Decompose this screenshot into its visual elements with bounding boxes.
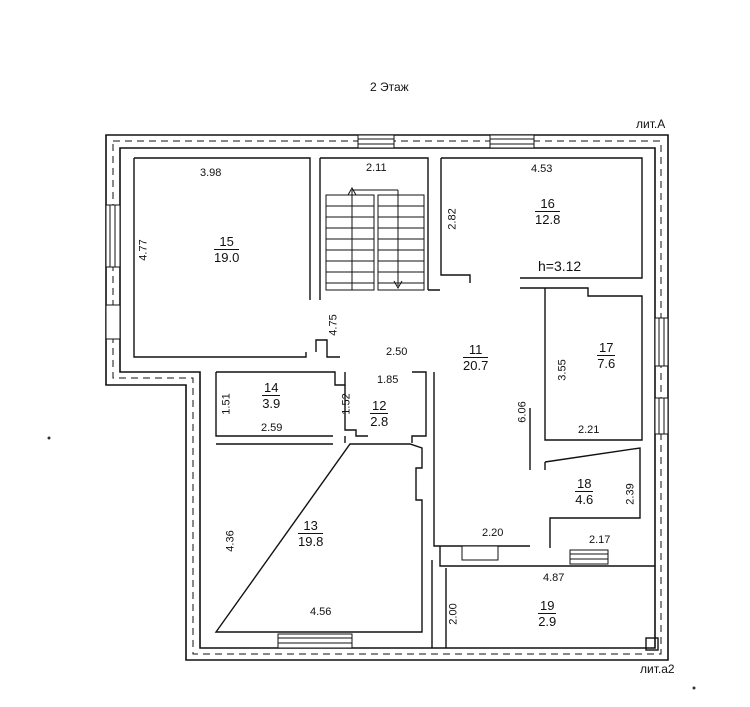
dimension-label: 2.59 (261, 422, 283, 434)
wall-center-dashed (112, 140, 662, 655)
room-11-label: 11 20.7 (463, 342, 489, 373)
dimension-label: 4.75 (327, 314, 340, 336)
room-17-label: 17 7.6 (597, 340, 616, 371)
outer-wall-outline (105, 134, 669, 661)
chimney-box (645, 637, 659, 651)
room-number: 14 (262, 380, 281, 396)
dimension-label: 2.21 (578, 424, 600, 436)
dimension-label: 2.11 (366, 162, 387, 174)
ceiling-height-label: h=3.12 (538, 258, 582, 274)
dimension-label: 1.52 (340, 393, 353, 415)
inner-wall-outline (119, 147, 656, 649)
dimension-label: 2.82 (446, 208, 459, 230)
dimension-label: 4.53 (531, 163, 553, 175)
dimension-label: 4.87 (543, 572, 565, 584)
dimension-label: 6.06 (516, 401, 529, 423)
windows (105, 134, 669, 649)
room-area: 19.0 (214, 250, 240, 265)
room-16-label: 16 12.8 (535, 196, 561, 227)
room-number: 13 (298, 518, 324, 534)
dimension-label: 2.17 (589, 534, 611, 546)
room-area: 3.9 (262, 396, 281, 411)
dimension-label: 4.36 (224, 530, 237, 552)
dimension-label: 1.51 (220, 393, 233, 415)
dimension-label: 4.56 (310, 606, 332, 618)
room-19-label: 19 2.9 (538, 598, 557, 629)
staircase (325, 186, 425, 291)
stray-dot (47, 436, 51, 440)
room-number: 12 (370, 398, 389, 414)
dimension-label: 2.20 (482, 527, 504, 539)
room-area: 4.6 (575, 492, 594, 507)
room-17-walls (520, 287, 643, 441)
room-13-walls (214, 443, 423, 633)
room-area: 7.6 (597, 356, 616, 371)
room-number: 17 (597, 340, 616, 356)
dimension-label: 2.00 (447, 603, 460, 625)
room-number: 16 (535, 196, 561, 212)
room-18-label: 18 4.6 (575, 476, 594, 507)
room-area: 2.8 (370, 414, 389, 429)
room-area: 19.8 (298, 534, 324, 549)
stair-well-walls (319, 157, 440, 300)
room-number: 11 (463, 342, 489, 358)
floor-title: 2 Этаж (370, 80, 409, 94)
room-19-walls (431, 560, 447, 648)
room-15-label: 15 19.0 (214, 234, 240, 265)
room-12-walls (344, 371, 427, 443)
room-14-walls (215, 371, 346, 437)
room-18-walls (544, 447, 641, 548)
lit-a2-label: лит.а2 (640, 662, 675, 676)
room-13-label: 13 19.8 (298, 518, 324, 549)
stray-dot (692, 686, 696, 690)
dimension-label: 2.50 (386, 346, 408, 358)
dimension-label: 4.77 (137, 239, 150, 261)
room-15-walls (133, 157, 311, 358)
dimension-label: 3.55 (556, 359, 569, 381)
room-12-label: 12 2.8 (370, 398, 389, 429)
dimension-label: 3.98 (200, 167, 222, 179)
room-area: 12.8 (535, 212, 561, 227)
room-14-label: 14 3.9 (262, 380, 281, 411)
lit-a-label: лит.А (636, 117, 666, 131)
room-number: 15 (214, 234, 240, 250)
room-16-walls (440, 157, 643, 283)
room-number: 18 (575, 476, 594, 492)
room-area: 20.7 (463, 358, 489, 373)
room-area: 2.9 (538, 614, 557, 629)
room-number: 19 (538, 598, 557, 614)
room-15-partition (315, 339, 340, 358)
dimension-label: 2.39 (624, 483, 637, 505)
dimension-label: 1.85 (377, 374, 399, 386)
